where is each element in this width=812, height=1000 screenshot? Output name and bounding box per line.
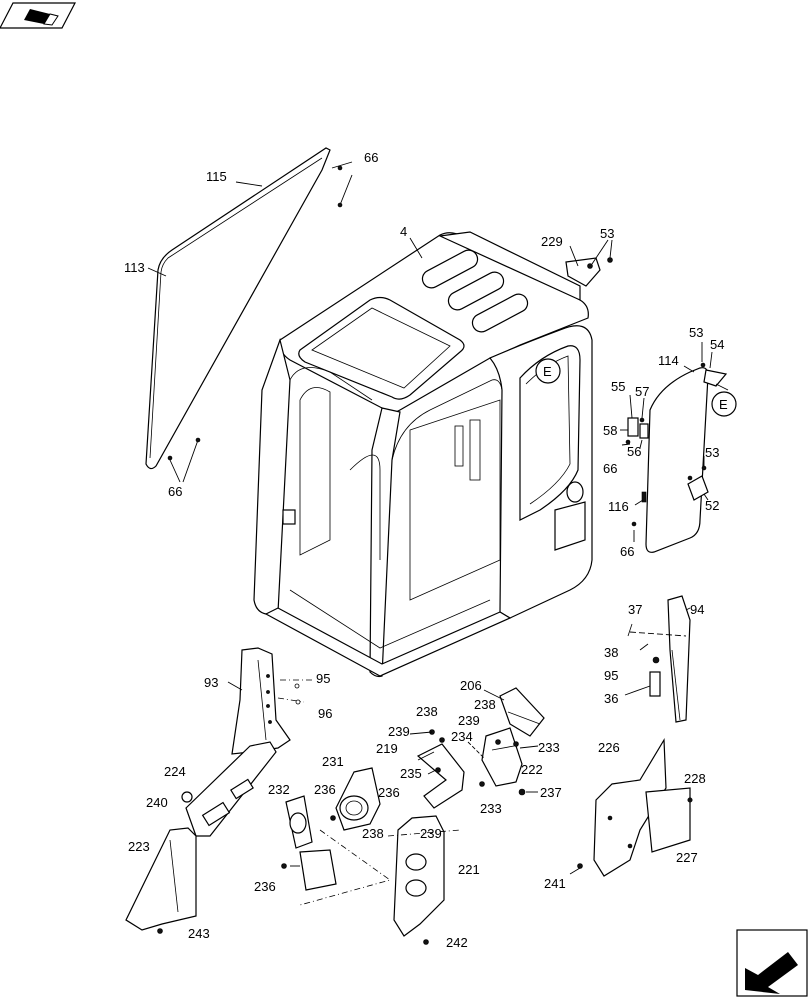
callout-238: 238 xyxy=(362,826,384,841)
callout-238: 238 xyxy=(474,697,496,712)
callout-37: 37 xyxy=(628,602,642,617)
callout-226: 226 xyxy=(598,740,620,755)
callout-233: 233 xyxy=(538,740,560,755)
callout-219: 219 xyxy=(376,741,398,756)
callout-224: 224 xyxy=(164,764,186,779)
callout-239: 239 xyxy=(458,713,480,728)
callout-57: 57 xyxy=(635,384,649,399)
callout-36: 36 xyxy=(604,691,618,706)
book-nav-icon[interactable] xyxy=(0,2,76,29)
trim-94 xyxy=(649,595,691,723)
callout-223: 223 xyxy=(128,839,150,854)
callout-96: 96 xyxy=(318,706,332,721)
callout-55: 55 xyxy=(611,379,625,394)
cab-frame xyxy=(253,231,593,678)
callout-66: 66 xyxy=(364,150,378,165)
callout-53: 53 xyxy=(689,325,703,340)
part-callout-labels: 115 66 113 66 4 229 53 53 54 114 E E 55 … xyxy=(124,150,728,950)
callout-236: 236 xyxy=(314,782,336,797)
callout-53: 53 xyxy=(705,445,719,460)
callout-54: 54 xyxy=(710,337,724,352)
callout-228: 228 xyxy=(684,771,706,786)
callout-234: 234 xyxy=(451,729,473,744)
callout-221: 221 xyxy=(458,862,480,877)
callout-229: 229 xyxy=(541,234,563,249)
trim-221 xyxy=(393,815,445,937)
callout-239: 239 xyxy=(420,826,442,841)
callout-236: 236 xyxy=(378,785,400,800)
callout-114: 114 xyxy=(658,353,679,368)
right-window-glass xyxy=(645,367,709,553)
panel-227 xyxy=(645,787,691,853)
callout-241: 241 xyxy=(544,876,566,891)
callout-115: 115 xyxy=(206,169,227,184)
callout-243: 243 xyxy=(188,926,210,941)
callout-53: 53 xyxy=(600,226,614,241)
callout-95: 95 xyxy=(604,668,618,683)
callout-239: 239 xyxy=(388,724,410,739)
callout-231: 231 xyxy=(322,754,344,769)
callout-58: 58 xyxy=(603,423,617,438)
callout-E: E xyxy=(543,364,552,379)
duct-206 xyxy=(499,687,545,737)
callout-113: 113 xyxy=(124,260,145,275)
callout-237: 237 xyxy=(540,785,562,800)
console-223 xyxy=(125,827,197,931)
callout-52: 52 xyxy=(705,498,719,513)
callout-116: 116 xyxy=(608,499,629,514)
latch-55 xyxy=(625,417,649,445)
console-224 xyxy=(185,741,277,837)
callout-232: 232 xyxy=(268,782,290,797)
callout-66: 66 xyxy=(603,461,617,476)
callout-236: 236 xyxy=(254,879,276,894)
callout-235: 235 xyxy=(400,766,422,781)
callout-66: 66 xyxy=(168,484,182,499)
callout-E: E xyxy=(719,397,728,412)
callout-95: 95 xyxy=(316,671,330,686)
callout-93: 93 xyxy=(204,675,218,690)
hinge-52 xyxy=(687,465,709,501)
arrow-nav-icon[interactable] xyxy=(736,929,808,997)
callout-222: 222 xyxy=(521,762,543,777)
callout-4: 4 xyxy=(400,224,407,239)
callout-66: 66 xyxy=(620,544,634,559)
callout-227: 227 xyxy=(676,850,698,865)
callout-233: 233 xyxy=(480,801,502,816)
callout-242: 242 xyxy=(446,935,468,950)
trim-93 xyxy=(231,647,291,755)
callout-94: 94 xyxy=(690,602,704,617)
callout-238: 238 xyxy=(416,704,438,719)
duct-232 xyxy=(285,795,337,891)
view-e-marker-top[interactable] xyxy=(535,358,561,384)
view-e-marker-right[interactable] xyxy=(711,391,737,417)
callout-56: 56 xyxy=(627,444,641,459)
left-window-glass xyxy=(145,147,331,470)
callout-240: 240 xyxy=(146,795,168,810)
callout-38: 38 xyxy=(604,645,618,660)
bracket-222 xyxy=(479,727,526,796)
fan-housing-231 xyxy=(335,767,381,831)
callout-206: 206 xyxy=(460,678,482,693)
bracket-229 xyxy=(565,257,613,287)
